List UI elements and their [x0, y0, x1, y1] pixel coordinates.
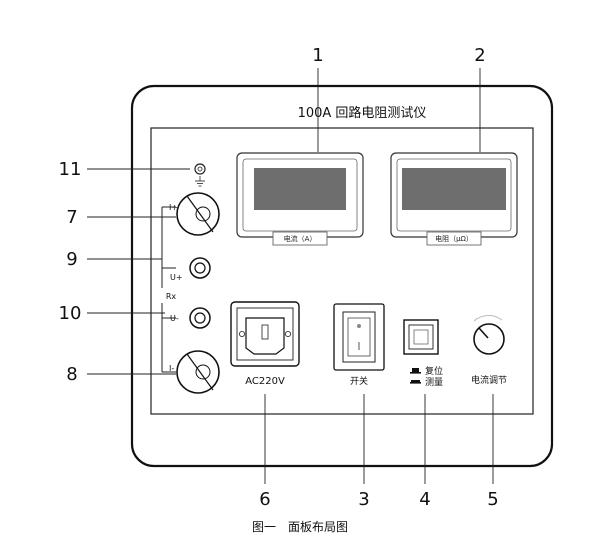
current-display-screen — [254, 168, 346, 210]
i-minus-terminal[interactable] — [176, 350, 220, 394]
resistance-display-label: 电阻（μΩ） — [435, 234, 473, 243]
callout-1: 1 — [312, 45, 323, 66]
u-plus-terminal[interactable] — [189, 257, 211, 279]
button-state-icons — [410, 368, 421, 384]
ground-terminal — [194, 163, 206, 187]
reset-label: 复位 — [425, 365, 443, 377]
power-socket-label: AC220V — [245, 376, 285, 387]
current-display-label: 电流（A） — [284, 234, 317, 243]
terminal-label-u-minus: U- — [170, 314, 179, 323]
current-adjust-label: 电流调节 — [471, 374, 507, 386]
callout-9: 9 — [66, 249, 77, 270]
callout-6: 6 — [259, 489, 270, 510]
power-switch-label: 开关 — [350, 375, 368, 387]
current-adjust-knob[interactable] — [473, 314, 505, 355]
current-display: 电流（A） — [236, 152, 364, 246]
power-switch[interactable] — [333, 303, 385, 371]
measure-label: 测量 — [425, 377, 443, 388]
u-minus-terminal[interactable] — [189, 307, 211, 329]
panel-title: 100A 回路电阻测试仪 — [298, 105, 427, 121]
callout-2: 2 — [474, 45, 485, 66]
callout-5: 5 — [487, 489, 498, 510]
callout-7: 7 — [66, 207, 77, 228]
callout-3: 3 — [358, 489, 369, 510]
figure-caption: 图一 面板布局图 — [252, 520, 348, 534]
resistance-display: 电阻（μΩ） — [390, 152, 518, 246]
callout-4: 4 — [419, 489, 430, 510]
callout-8: 8 — [66, 364, 77, 385]
terminal-label-i-plus: I+ — [169, 203, 178, 212]
terminal-wiring — [161, 206, 176, 373]
i-plus-terminal[interactable] — [176, 192, 220, 236]
terminal-label-i-minus: I- — [169, 364, 174, 373]
callout-11: 11 — [59, 159, 82, 180]
callout-leaders — [87, 68, 494, 484]
terminal-label-u-plus: U+ — [170, 273, 183, 282]
power-socket[interactable] — [230, 301, 300, 367]
callout-10: 10 — [59, 303, 82, 324]
resistance-display-screen — [402, 168, 506, 210]
reset-measure-button[interactable] — [403, 319, 439, 355]
terminal-label-rx: Rx — [166, 292, 177, 301]
